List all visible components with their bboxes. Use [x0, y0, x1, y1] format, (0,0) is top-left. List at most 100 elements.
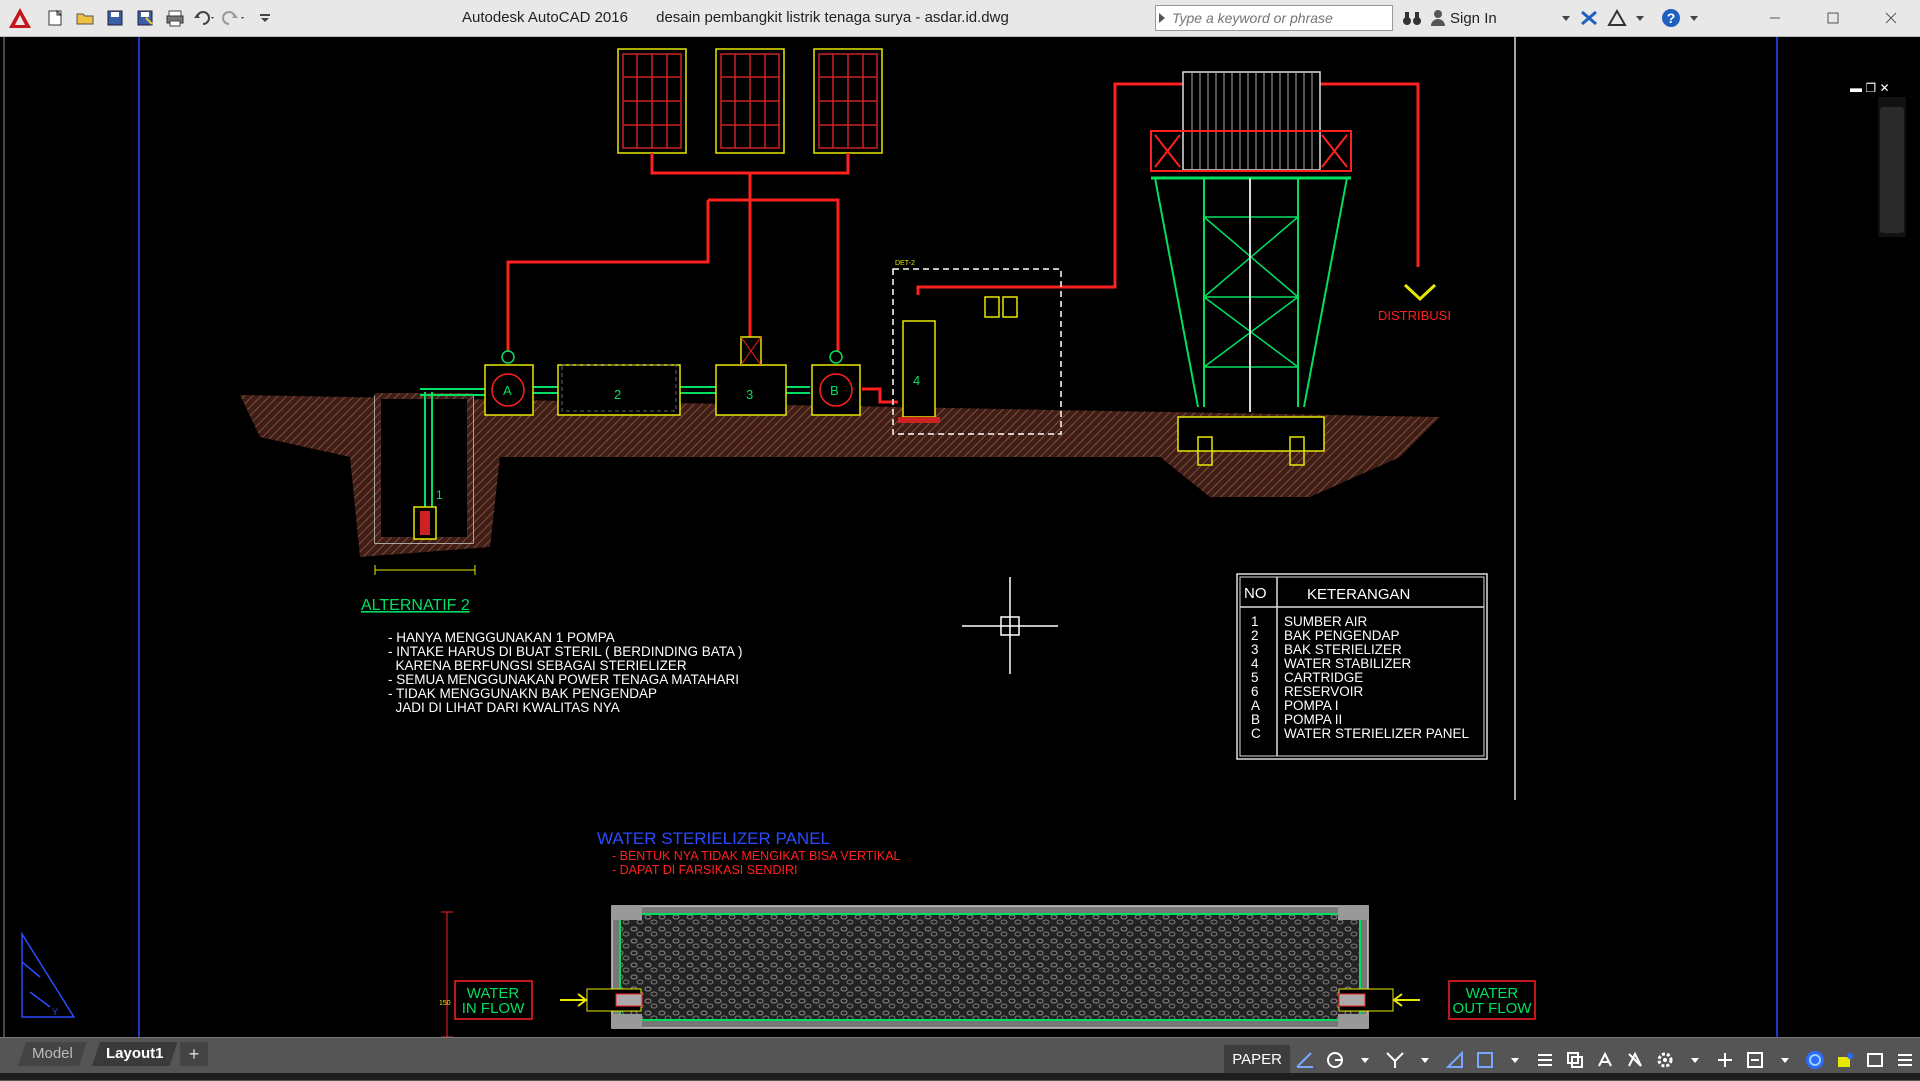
binoculars-icon[interactable]	[1402, 5, 1422, 31]
add-scale-icon[interactable]	[1710, 1045, 1740, 1075]
detail-boundary	[892, 268, 1062, 435]
viewport-restore-icon[interactable]: ❐	[1865, 81, 1877, 95]
isolate-objects-icon[interactable]	[1830, 1045, 1860, 1075]
minimize-icon[interactable]	[1746, 0, 1804, 36]
legend-no: 2	[1251, 628, 1259, 643]
water-stabilizer	[902, 320, 936, 418]
svg-text:?: ?	[1666, 10, 1675, 26]
selection-cycling-icon[interactable]	[1470, 1045, 1500, 1075]
quick-properties-icon[interactable]	[1740, 1045, 1770, 1075]
isodraft-icon[interactable]	[1440, 1045, 1470, 1075]
legend-desc: CARTRIDGE	[1284, 670, 1363, 685]
legend-no: 1	[1251, 614, 1259, 629]
distribution-arrow-icon	[1403, 283, 1437, 302]
legend-desc: WATER STABILIZER	[1284, 656, 1412, 671]
a360-icon[interactable]	[1606, 5, 1627, 31]
viewport-controls: ▬ ❐ ✕	[1850, 81, 1890, 95]
paper-space-toggle[interactable]: PAPER	[1224, 1044, 1290, 1075]
search-box[interactable]	[1155, 5, 1393, 31]
search-expand-icon[interactable]	[1159, 13, 1165, 23]
cad-drawing: DISTRIBUSI 1 A 2 3 B	[3, 37, 1778, 1037]
lineweight-icon[interactable]	[1530, 1045, 1560, 1075]
label-b: B	[830, 383, 839, 398]
label-a: A	[503, 383, 512, 398]
help-icon[interactable]: ?	[1661, 5, 1681, 31]
quick-access-toolbar	[0, 0, 280, 36]
tab-layout1[interactable]: Layout1	[92, 1042, 178, 1066]
status-tools: PAPER	[1224, 1038, 1920, 1081]
workspace-dropdown-icon[interactable]	[1680, 1045, 1710, 1075]
red-piping	[506, 82, 1420, 404]
ground-hatch	[240, 395, 1440, 557]
polar-dropdown-icon[interactable]	[1350, 1045, 1380, 1075]
legend-no: A	[1251, 698, 1260, 713]
scrollbar-thumb[interactable]	[1880, 107, 1904, 233]
detail-label: DET-2	[895, 260, 915, 267]
legend-no: 4	[1251, 656, 1259, 671]
clean-screen-icon[interactable]	[1860, 1045, 1890, 1075]
maximize-icon[interactable]	[1804, 0, 1862, 36]
customization-menu-icon[interactable]	[1890, 1045, 1920, 1075]
panel-title: WATER STERIELIZER PANEL	[597, 829, 830, 848]
user-account[interactable]: Sign In	[1430, 5, 1497, 31]
sterilizer-panel-drawing	[441, 905, 1420, 1037]
annotation-visibility-icon[interactable]	[1620, 1045, 1650, 1075]
legend-desc: BAK PENGENDAP	[1284, 628, 1400, 643]
ortho-icon[interactable]	[1290, 1045, 1320, 1075]
search-input[interactable]	[1156, 9, 1392, 27]
legend-no: 5	[1251, 670, 1259, 685]
legend-desc: BAK STERIELIZER	[1284, 642, 1402, 657]
annotation-scale-icon[interactable]	[1590, 1045, 1620, 1075]
legend-desc: RESERVOIR	[1284, 684, 1364, 699]
alt-title: ALTERNATIF 2	[361, 597, 470, 614]
inflow-label: WATER	[467, 985, 520, 1002]
legend-table: NO KETERANGAN 1 SUMBER AIR 2 BAK PENGEND…	[1236, 573, 1488, 760]
polar-tracking-icon[interactable]	[1320, 1045, 1350, 1075]
save-as-icon[interactable]	[132, 5, 158, 31]
undo-icon[interactable]	[192, 5, 218, 31]
svg-text:Y: Y	[52, 1007, 58, 1017]
label-2: 2	[614, 387, 621, 402]
a360-dropdown-icon[interactable]	[1635, 5, 1645, 31]
save-icon[interactable]	[102, 5, 128, 31]
viewport-close-icon[interactable]: ✕	[1879, 81, 1890, 95]
redo-icon[interactable]	[222, 5, 248, 31]
alt-note: KARENA BERFUNGSI SEBAGAI STERIELIZER	[388, 658, 687, 673]
hardware-acceleration-icon[interactable]	[1800, 1045, 1830, 1075]
customize-dropdown-icon[interactable]	[1770, 1045, 1800, 1075]
window-title: Autodesk AutoCAD 2016 desain pembangkit …	[462, 0, 1033, 36]
dimension-label: 150	[439, 1000, 451, 1007]
add-layout-button[interactable]: +	[180, 1042, 208, 1066]
label-1: 1	[436, 488, 443, 502]
outflow-box	[1448, 980, 1536, 1020]
alt-note: - HANYA MENGGUNAKAN 1 POMPA	[388, 630, 615, 645]
print-icon[interactable]	[162, 5, 188, 31]
window-controls	[1746, 0, 1920, 36]
label-4: 4	[913, 373, 920, 388]
solar-panels	[617, 48, 883, 154]
exchange-apps-icon[interactable]	[1579, 5, 1599, 31]
sign-in-label: Sign In	[1450, 9, 1497, 27]
customize-qat-icon[interactable]	[252, 5, 278, 31]
transparency-icon[interactable]	[1560, 1045, 1590, 1075]
new-file-icon[interactable]	[42, 5, 68, 31]
help-dropdown-icon[interactable]	[1689, 5, 1699, 31]
taskbar-strip	[0, 1073, 1920, 1080]
close-icon[interactable]	[1862, 0, 1920, 36]
autocad-logo-icon[interactable]	[0, 0, 40, 36]
sign-in-dropdown-icon[interactable]	[1561, 5, 1571, 31]
open-file-icon[interactable]	[72, 5, 98, 31]
drawing-canvas[interactable]: DISTRIBUSI 1 A 2 3 B	[0, 37, 1920, 1037]
vertical-scrollbar[interactable]	[1878, 97, 1906, 237]
workspace-gear-icon[interactable]	[1650, 1045, 1680, 1075]
legend-no: C	[1251, 726, 1261, 741]
selection-dropdown-icon[interactable]	[1500, 1045, 1530, 1075]
inflow-label: IN FLOW	[462, 1000, 525, 1017]
snap-dropdown-icon[interactable]	[1410, 1045, 1440, 1075]
object-snap-tracking-icon[interactable]	[1380, 1045, 1410, 1075]
viewport-minimize-icon[interactable]: ▬	[1850, 81, 1862, 95]
tab-model[interactable]: Model	[18, 1042, 87, 1066]
legend-no-header: NO	[1244, 585, 1267, 602]
ucs-icon: Y	[21, 931, 76, 1018]
alt-notes: - HANYA MENGGUNAKAN 1 POMPA - INTAKE HAR…	[388, 630, 743, 715]
